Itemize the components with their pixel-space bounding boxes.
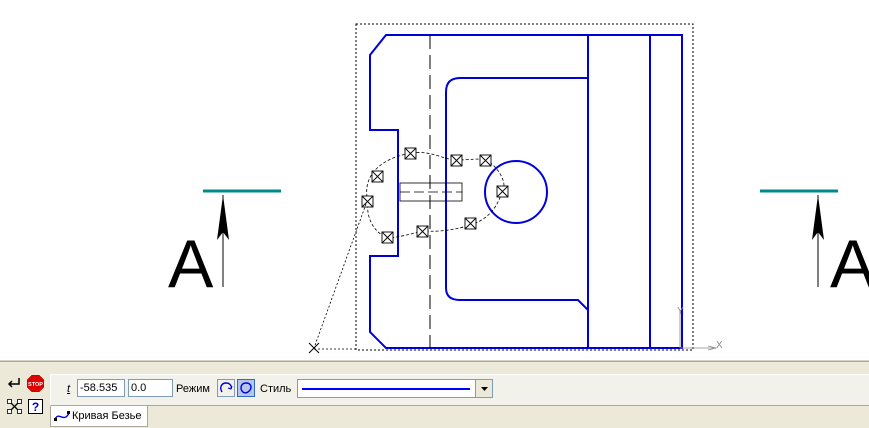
control-point[interactable] — [381, 231, 394, 244]
control-point[interactable] — [404, 147, 417, 160]
axis-x-label: X — [716, 340, 723, 351]
style-select[interactable] — [297, 379, 493, 398]
cursor-cross-icon — [308, 342, 320, 354]
panel-separator — [0, 360, 869, 361]
coordinate-system-marker — [679, 310, 717, 351]
property-panel: STOP ? t Режим — [0, 361, 869, 428]
mode-open-curve-button[interactable] — [217, 379, 235, 397]
bezier-curve-icon — [54, 411, 70, 421]
line-style-preview — [302, 388, 470, 390]
section-label-left: A — [168, 226, 214, 302]
tab-label: Кривая Безье — [72, 410, 142, 422]
mode-label: Режим — [176, 383, 210, 395]
slot — [399, 182, 463, 202]
control-point[interactable] — [496, 185, 509, 198]
control-point[interactable] — [361, 195, 374, 208]
t2-input[interactable] — [128, 379, 173, 397]
svg-text:STOP: STOP — [28, 382, 43, 388]
t-label: t — [67, 383, 71, 395]
rubber-band-line — [313, 203, 367, 349]
t-input[interactable] — [77, 379, 125, 397]
stop-icon: STOP — [26, 374, 44, 392]
control-points[interactable] — [361, 147, 509, 244]
points-button[interactable] — [5, 397, 23, 415]
section-marker-left: A — [168, 189, 281, 302]
control-point[interactable] — [416, 225, 429, 238]
help-button[interactable]: ? — [26, 397, 44, 415]
open-curve-icon — [220, 382, 233, 393]
section-label-right: A — [830, 226, 869, 302]
control-point[interactable] — [464, 217, 477, 230]
part-outline — [369, 34, 683, 349]
property-tabs: Кривая Безье — [50, 406, 869, 428]
control-point[interactable] — [450, 154, 463, 167]
create-object-button[interactable] — [5, 374, 23, 392]
property-bar: t Режим Стиль — [50, 374, 869, 406]
enter-icon — [7, 378, 20, 388]
axis-y-label: Y — [677, 306, 684, 317]
tab-bezier-curve[interactable]: Кривая Безье — [50, 406, 148, 427]
style-label: Стиль — [260, 383, 292, 395]
special-controls-toolbar: STOP ? — [0, 362, 48, 428]
section-marker-right: A — [760, 189, 869, 302]
points-icon — [6, 398, 22, 414]
drawing-canvas[interactable]: Y X A A — [0, 0, 869, 360]
mode-closed-curve-button[interactable] — [237, 379, 255, 397]
help-icon: ? — [27, 398, 43, 414]
chevron-down-icon — [480, 386, 488, 391]
view-frame — [355, 23, 694, 351]
control-point[interactable] — [479, 154, 492, 167]
stop-button[interactable]: STOP — [26, 374, 44, 392]
dropdown-arrow-button[interactable] — [475, 380, 492, 397]
closed-curve-icon — [240, 382, 252, 394]
svg-text:?: ? — [31, 400, 38, 414]
control-point[interactable] — [371, 170, 384, 183]
